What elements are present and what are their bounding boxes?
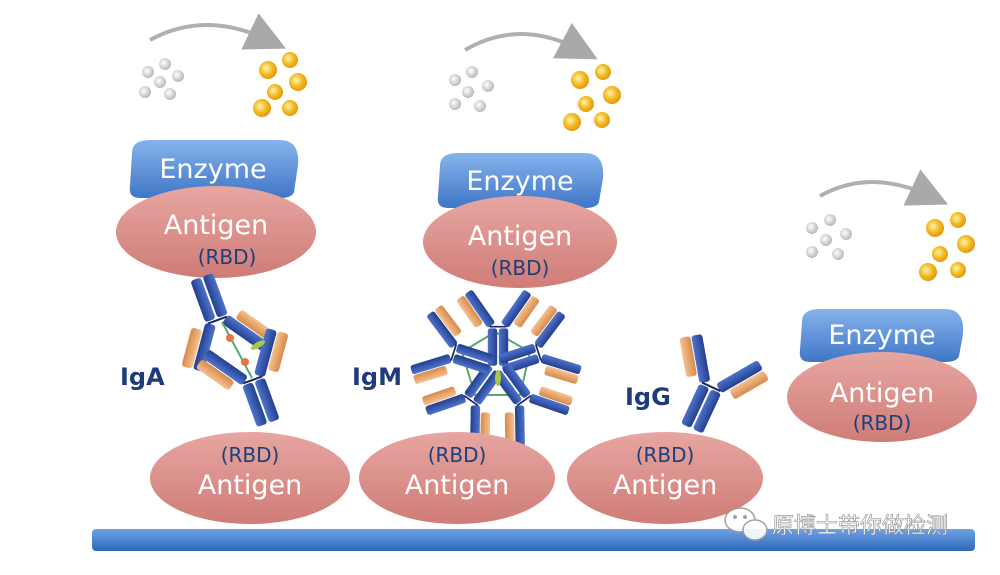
igm-label: IgM	[352, 363, 402, 391]
enzyme-label: Enzyme	[159, 154, 266, 185]
enzyme-block: Enzyme	[799, 309, 964, 362]
antigen-top: Antigen (RBD)	[423, 196, 617, 288]
watermark: 原博士带你做检测	[724, 507, 948, 541]
reaction-arrow-icon	[819, 169, 949, 206]
antigen-bottom: (RBD) Antigen	[567, 432, 763, 524]
watermark-text: 原博士带你做检测	[772, 514, 948, 539]
antigen-label: Antigen	[468, 221, 573, 252]
reaction-arrow-icon	[463, 22, 598, 60]
antigen-label: Antigen	[164, 210, 269, 241]
antigen-bottom: (RBD) Antigen	[359, 432, 555, 524]
reaction-arrow-icon	[149, 13, 287, 50]
substrate-dots-icon	[806, 214, 852, 260]
iga-label: IgA	[120, 363, 165, 391]
antigen-top: Antigen (RBD)	[116, 186, 316, 278]
antigen-bottom: (RBD) Antigen	[150, 432, 350, 524]
iga-antibody-icon	[154, 258, 316, 442]
igg-label: IgG	[625, 383, 671, 411]
product-dots-icon	[563, 64, 621, 131]
substrate-dots-icon	[139, 58, 184, 100]
iga-assay: Enzyme Antigen (RBD) IgA (RBD) Antigen	[116, 13, 350, 524]
rbd-label: (RBD)	[491, 256, 550, 280]
product-dots-icon	[919, 212, 975, 281]
antigen-label: Antigen	[830, 378, 935, 409]
rbd-label: (RBD)	[636, 443, 695, 467]
igg-assay: Enzyme Antigen (RBD) IgG (RBD) Antigen	[567, 169, 977, 524]
igm-assay: Enzyme Antigen (RBD) IgM (RBD) Antigen	[352, 22, 621, 524]
enzyme-label: Enzyme	[466, 166, 573, 197]
rbd-label: (RBD)	[853, 411, 912, 435]
product-dots-icon	[253, 52, 307, 117]
antigen-label: Antigen	[613, 470, 718, 501]
rbd-label: (RBD)	[198, 245, 257, 269]
antigen-label: Antigen	[405, 470, 510, 501]
rbd-label: (RBD)	[428, 443, 487, 467]
enzyme-label: Enzyme	[828, 320, 935, 351]
antigen-side: Antigen (RBD)	[787, 352, 977, 442]
wechat-logo-icon	[724, 507, 768, 541]
antigen-label: Antigen	[198, 470, 303, 501]
substrate-dots-icon	[449, 66, 494, 112]
enzyme-block: Enzyme	[129, 140, 299, 198]
enzyme-block: Enzyme	[437, 153, 604, 208]
rbd-label: (RBD)	[221, 443, 280, 467]
igm-antibody-icon	[404, 288, 588, 457]
